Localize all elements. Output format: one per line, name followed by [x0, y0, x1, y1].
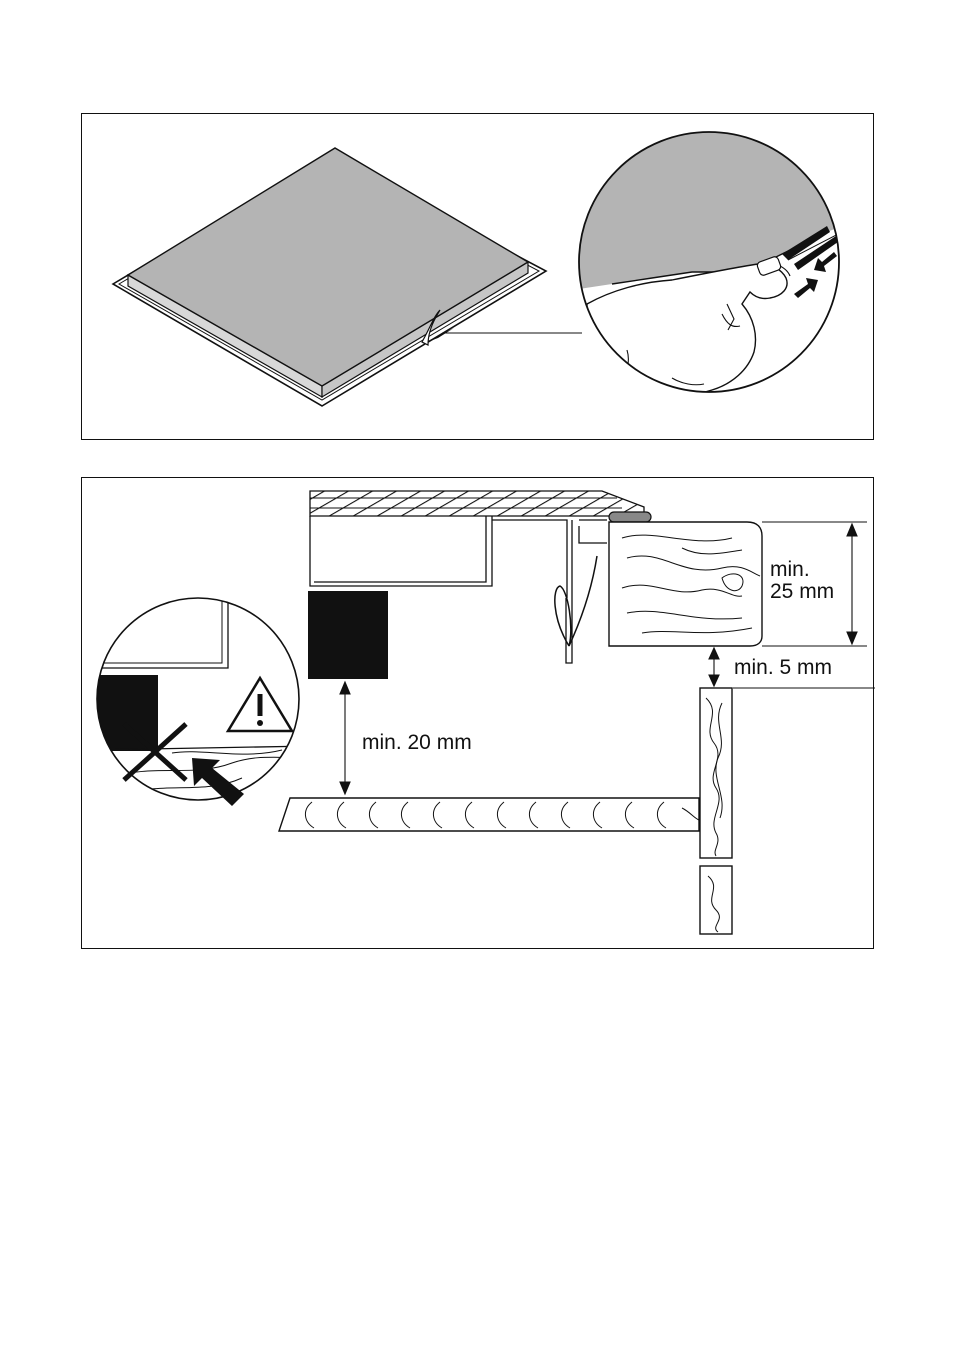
hob-panel	[128, 148, 528, 397]
label-thickness-line2: 25 mm	[770, 580, 834, 603]
installation-clearance-diagram: min. 25 mm min. 5 mm min. 20 mm	[82, 478, 875, 950]
label-thickness-line1: min.	[770, 558, 810, 581]
hob-glass-top	[310, 491, 644, 516]
dim-below-gap	[340, 682, 350, 794]
top-diagram-panel	[81, 113, 874, 440]
cabinet-wall	[700, 688, 732, 934]
shelf-board	[279, 798, 699, 831]
hob-seal-illustration	[82, 114, 875, 441]
hob-housing-block	[308, 591, 388, 679]
spring-clip	[555, 556, 597, 646]
bottom-diagram-panel: min. 25 mm min. 5 mm min. 20 mm	[81, 477, 874, 949]
label-side-gap: min. 5 mm	[734, 656, 832, 679]
worktop	[609, 522, 762, 646]
label-below-gap: min. 20 mm	[362, 731, 472, 754]
seal-gasket	[609, 512, 651, 522]
